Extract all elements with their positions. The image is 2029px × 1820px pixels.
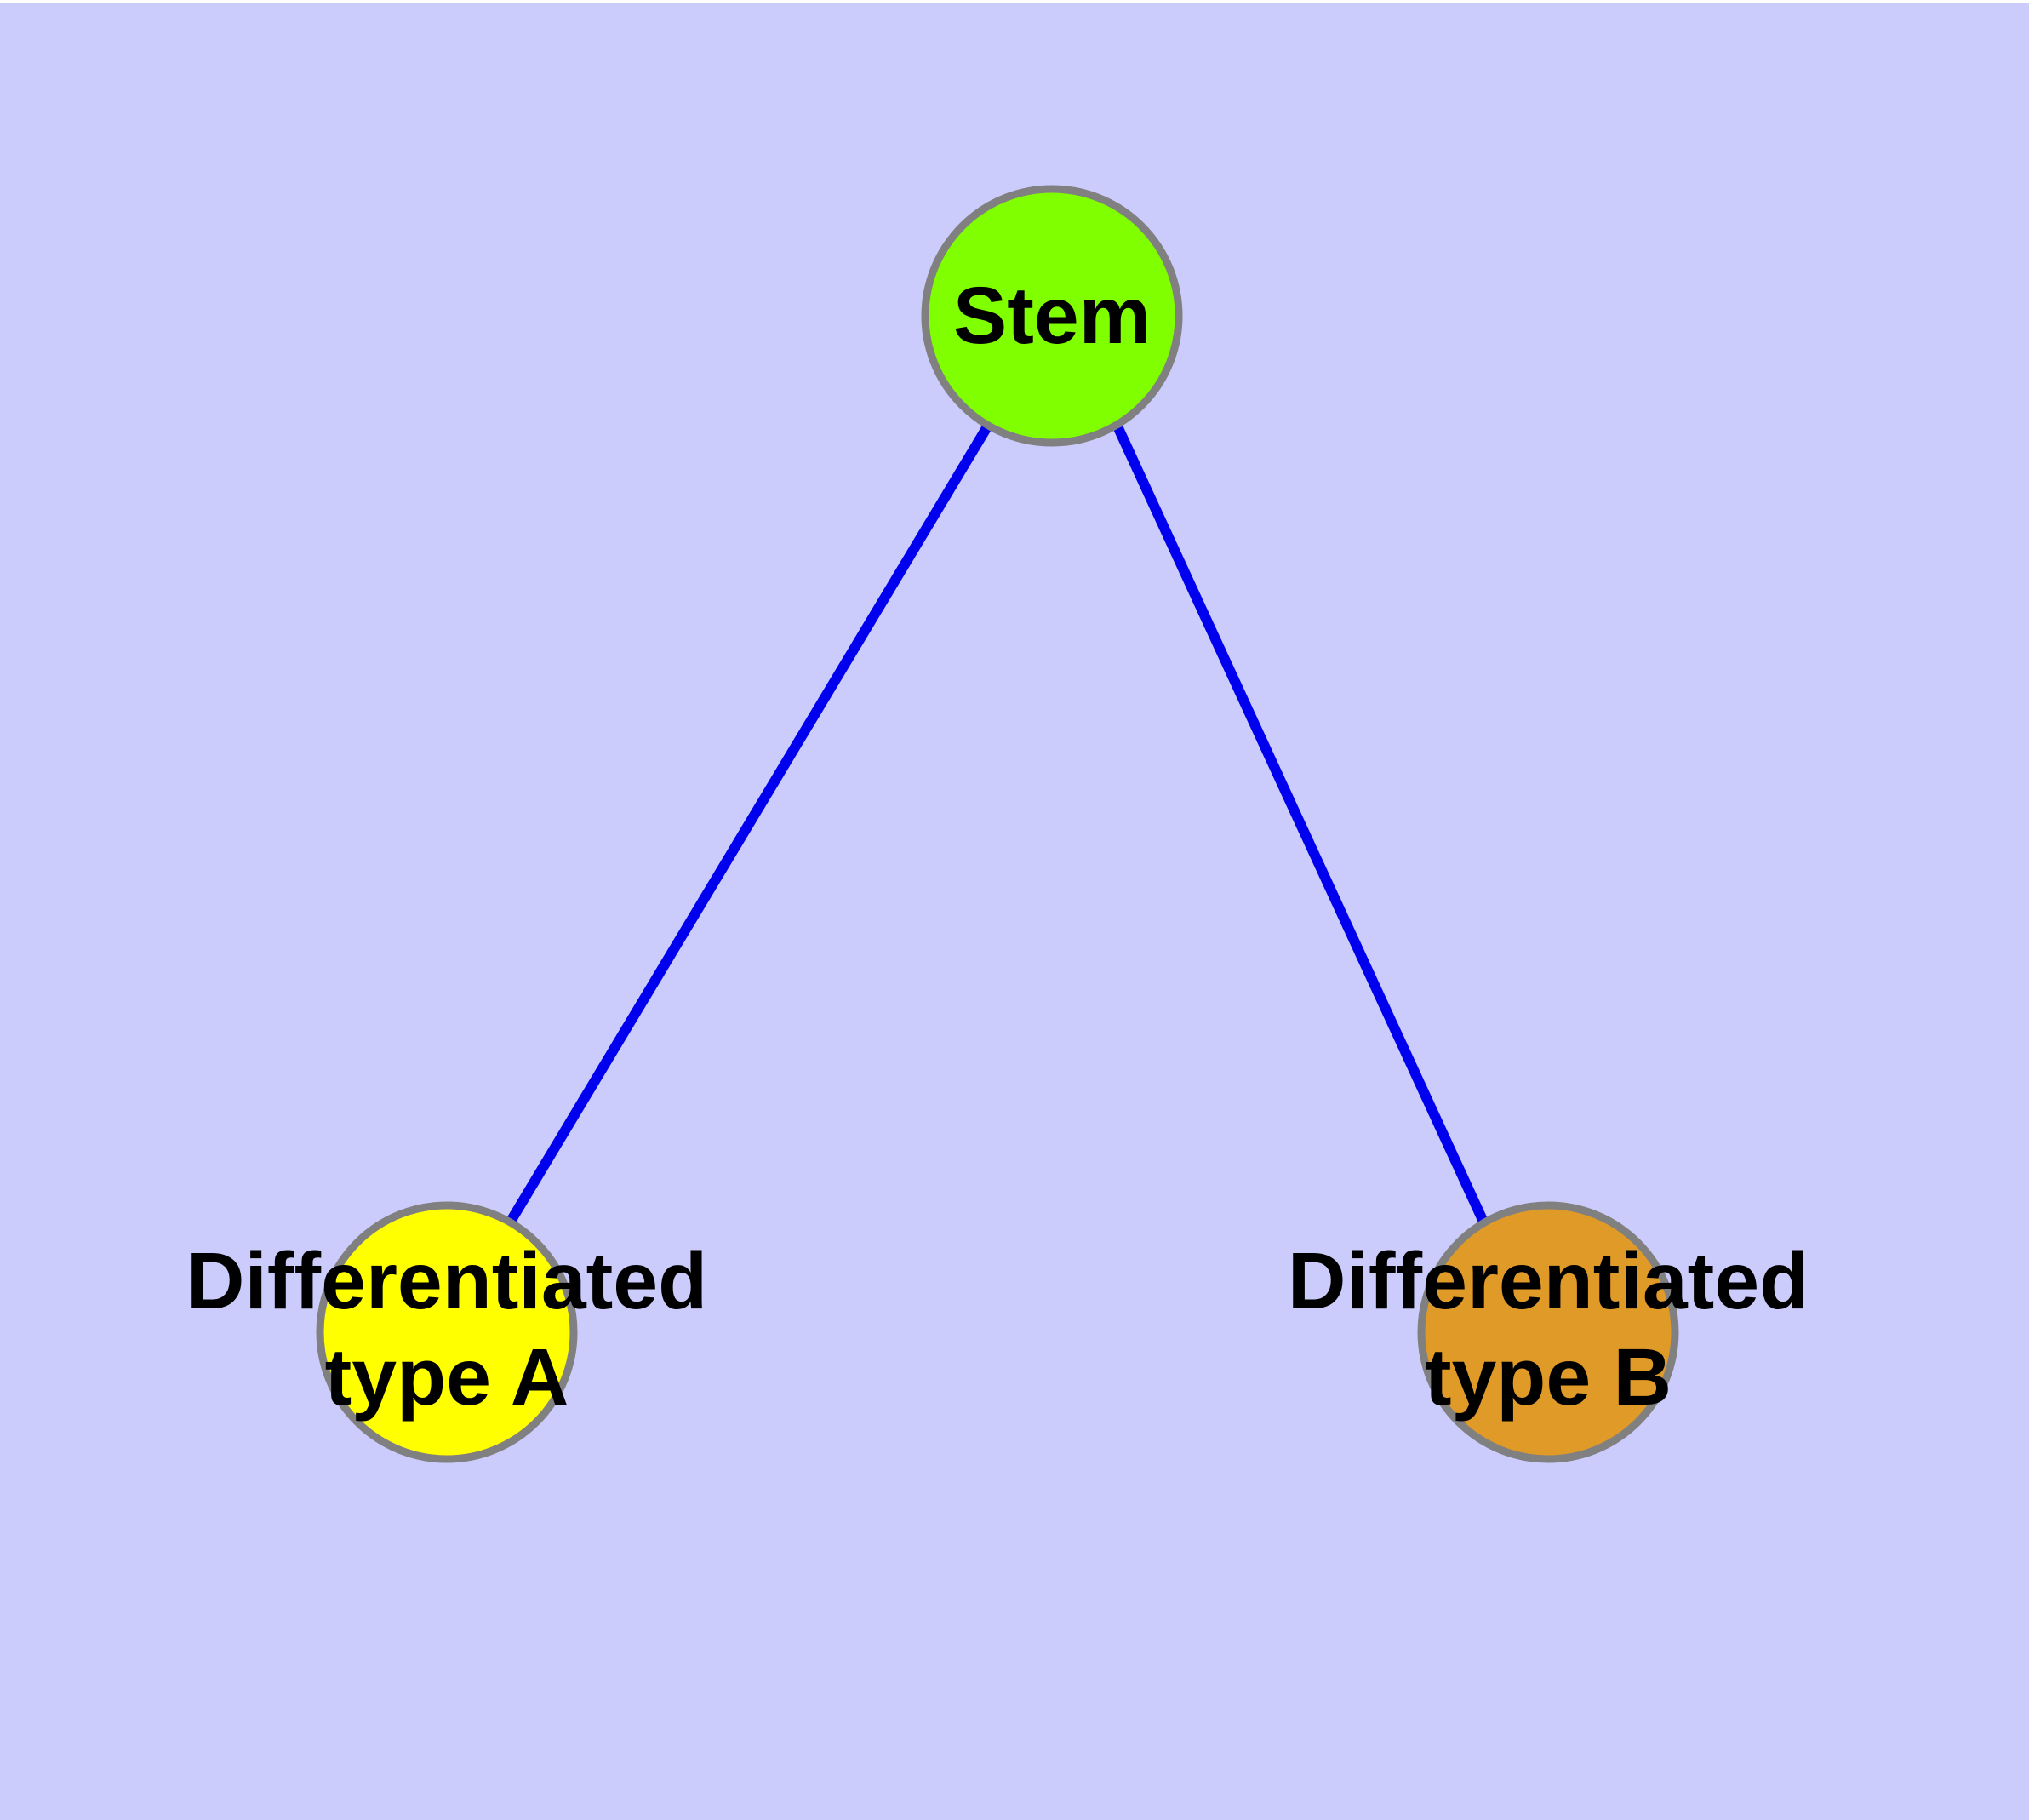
edge-stem-to-differentiated-type-a[interactable] <box>506 425 992 1223</box>
node-stem[interactable]: Stem <box>921 185 1183 447</box>
node-differentiated-type-b[interactable]: Differentiated type B <box>1288 1201 1809 1463</box>
edge-stem-to-differentiated-type-b[interactable] <box>1113 426 1488 1222</box>
node-stem-circle[interactable] <box>921 185 1183 447</box>
node-differentiated-type-b-label-line2: type B <box>1425 1332 1672 1422</box>
node-differentiated-type-a-label-line1: Differentiated <box>186 1236 707 1326</box>
edge-layer <box>506 425 1488 1223</box>
node-differentiated-type-a-label-line2: type A <box>325 1332 569 1422</box>
node-differentiated-type-b-label-line1: Differentiated <box>1288 1236 1809 1326</box>
node-differentiated-type-b-circle[interactable] <box>1417 1201 1679 1463</box>
node-stem-label: Stem <box>953 271 1151 361</box>
node-differentiated-type-a-circle[interactable] <box>316 1201 578 1463</box>
node-differentiated-type-a[interactable]: Differentiated type A <box>186 1201 707 1463</box>
